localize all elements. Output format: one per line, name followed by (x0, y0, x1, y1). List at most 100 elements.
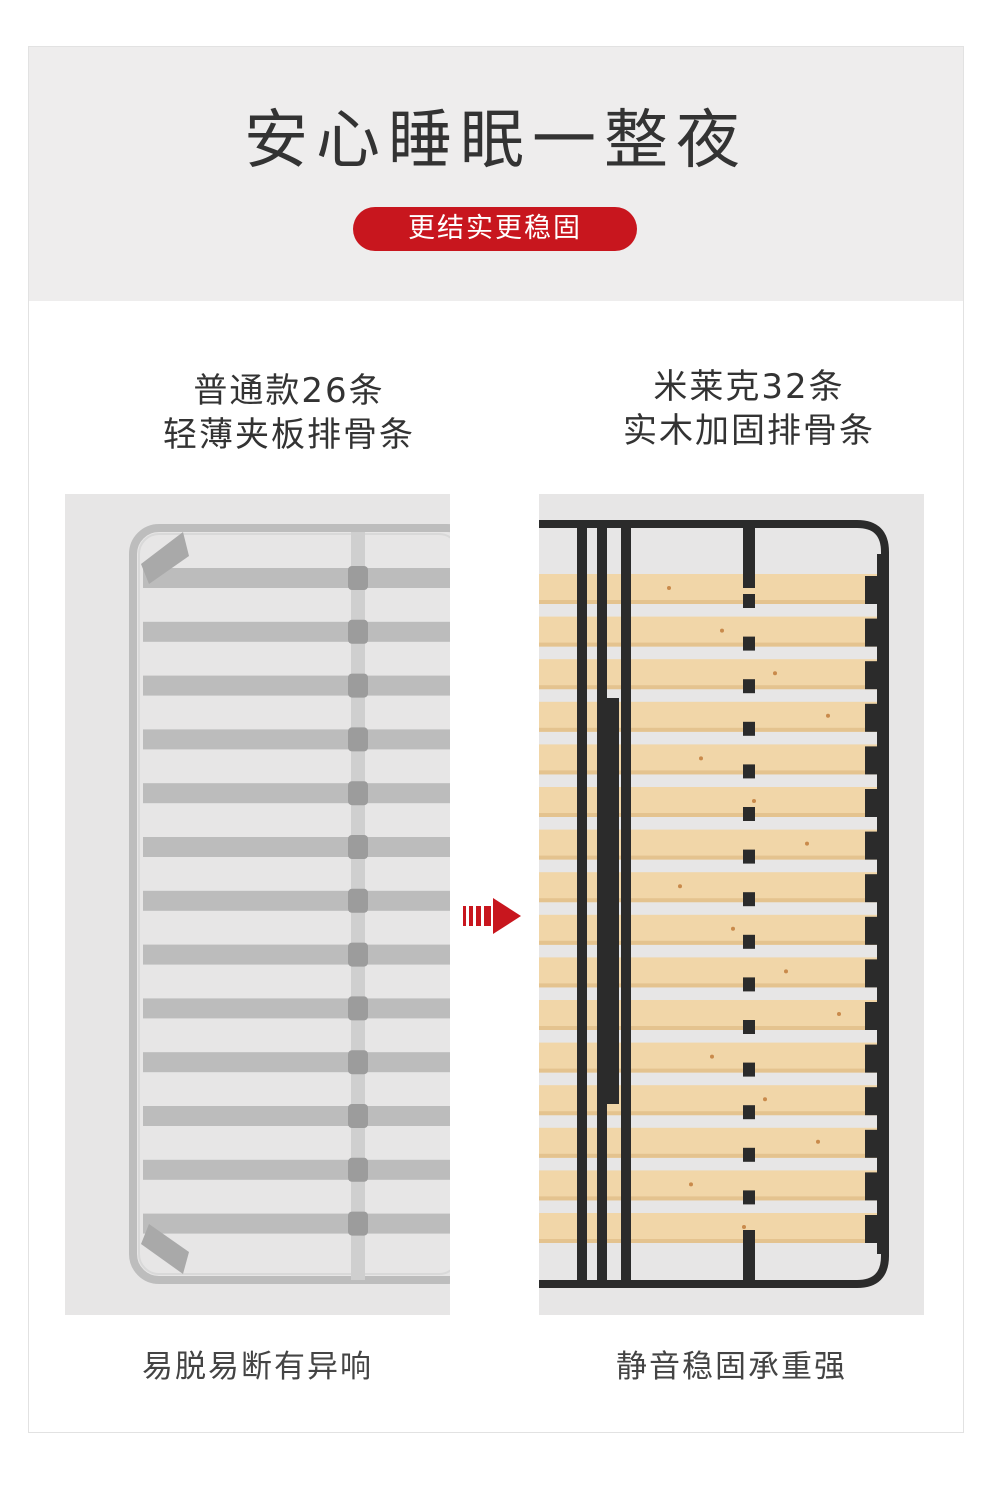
slat-clip (743, 934, 755, 949)
premium-rail (597, 1104, 607, 1280)
slat-clip (348, 1157, 368, 1182)
slat-clip (348, 566, 368, 590)
premium-heading: 米莱克32条 实木加固排骨条 (569, 365, 929, 453)
wooden-slat (539, 1042, 877, 1073)
right-arrow-icon (463, 898, 521, 934)
slat-clip (348, 781, 368, 806)
slat-clip (865, 703, 879, 732)
slat-clip (865, 1002, 879, 1030)
plywood-slat (143, 729, 450, 750)
wooden-slat (539, 616, 877, 647)
slat-clip (348, 1211, 368, 1236)
plywood-slat (143, 568, 450, 588)
standard-heading-line1: 普通款26条 (193, 371, 385, 411)
slat-clip (743, 1105, 755, 1120)
slat-clip (743, 594, 755, 608)
plywood-slat (143, 1052, 450, 1073)
wooden-slat (539, 787, 877, 817)
slat-clip (865, 576, 879, 604)
slat-clip (743, 1233, 755, 1247)
slat-clip (743, 849, 755, 864)
standard-frame-outline (129, 524, 450, 1284)
wooden-slat (539, 1213, 877, 1243)
slat-clip (348, 996, 368, 1021)
plywood-slat (143, 1106, 450, 1126)
corner-bracket (141, 1224, 189, 1274)
slat-clip (743, 764, 755, 779)
wooden-slat (539, 574, 877, 604)
wooden-slat (539, 957, 877, 988)
plywood-slat (143, 675, 450, 696)
premium-heading-line1: 米莱克32条 (653, 367, 845, 407)
slat-clip (348, 1104, 368, 1128)
slat-clip (865, 1172, 879, 1201)
slat-clip (743, 1020, 755, 1034)
corner-bracket (141, 532, 189, 584)
plywood-slat (143, 621, 450, 642)
slat-clip (865, 916, 879, 945)
slat-clip (865, 1215, 879, 1243)
premium-rail (597, 528, 607, 698)
premium-slat-image (539, 494, 924, 1315)
header-section: 安心睡眠一整夜 更结实更稳固 (29, 47, 963, 301)
slat-clip (865, 618, 879, 647)
slat-clip (743, 679, 755, 694)
plywood-slat (143, 1213, 450, 1234)
slat-clip (865, 1044, 879, 1073)
slat-clip (348, 1050, 368, 1075)
slat-clip (743, 977, 755, 992)
slat-clip (348, 619, 368, 644)
premium-rail (577, 528, 587, 1280)
plywood-slat (143, 1159, 450, 1180)
wooden-slat (539, 659, 877, 690)
slat-clip (865, 1087, 879, 1116)
page-title: 安心睡眠一整夜 (244, 104, 748, 178)
standard-heading: 普通款26条 轻薄夹板排骨条 (109, 369, 469, 457)
slat-clip (865, 959, 879, 988)
slat-clip (348, 835, 368, 859)
slat-clip (743, 1062, 755, 1077)
plywood-slat (143, 837, 450, 857)
premium-rail (621, 528, 631, 1280)
slat-clip (865, 1129, 879, 1158)
plywood-slat (143, 890, 450, 911)
slat-clip (865, 789, 879, 817)
wooden-slat (539, 701, 877, 732)
standard-heading-line2: 轻薄夹板排骨条 (163, 415, 415, 455)
standard-caption: 易脱易断有异响 (142, 1349, 373, 1385)
wooden-slat (539, 1170, 877, 1201)
standard-slat-image (65, 494, 450, 1315)
wooden-slat (539, 829, 877, 860)
plywood-slat (143, 783, 450, 804)
slat-clip (348, 673, 368, 698)
wooden-slat (539, 914, 877, 945)
slat-clip (743, 1147, 755, 1162)
wooden-slat (539, 744, 877, 775)
slat-clip (743, 636, 755, 651)
premium-center-bar (743, 528, 755, 588)
plywood-slat (143, 998, 450, 1019)
slat-clip (348, 888, 368, 913)
premium-caption: 静音稳固承重强 (616, 1349, 847, 1385)
slat-clip (348, 942, 368, 967)
slat-clip (865, 746, 879, 775)
wooden-slat (539, 872, 877, 903)
premium-slat-frame-illustration (539, 520, 889, 1288)
wooden-slat (539, 1127, 877, 1158)
premium-rail (597, 698, 619, 1104)
slat-clip (743, 892, 755, 907)
slat-clip (743, 1190, 755, 1205)
slat-clip (348, 727, 368, 752)
slat-clip (743, 721, 755, 736)
comparison-card: 安心睡眠一整夜 更结实更稳固 普通款26条 轻薄夹板排骨条 米莱克32条 实木加… (28, 46, 964, 1433)
premium-heading-line2: 实木加固排骨条 (623, 411, 875, 451)
plywood-slat (143, 944, 450, 965)
slat-clip (865, 661, 879, 690)
slat-clip (743, 807, 755, 821)
wooden-slat (539, 1000, 877, 1030)
wooden-slat (539, 1085, 877, 1116)
slat-clip (865, 831, 879, 860)
standard-slat-frame-illustration (129, 524, 450, 1284)
slat-clip (865, 874, 879, 903)
subtitle-badge: 更结实更稳固 (353, 207, 637, 251)
